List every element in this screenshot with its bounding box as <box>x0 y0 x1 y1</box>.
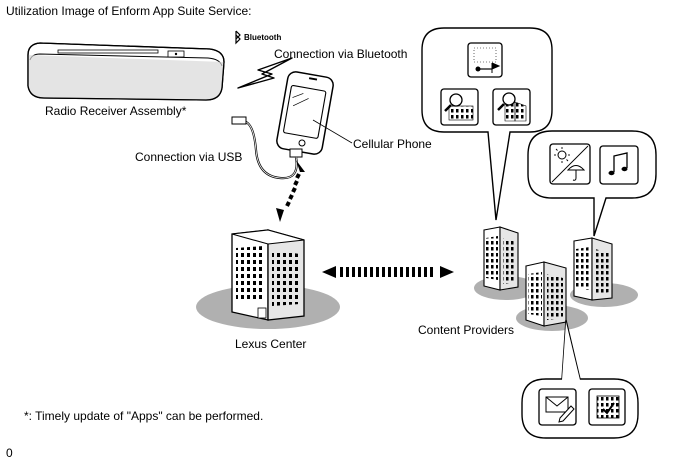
bluetooth-logo-label: Bluetooth <box>244 33 282 42</box>
lexus-center-label: Lexus Center <box>235 337 307 351</box>
weather-icon <box>549 143 591 185</box>
local-search-icon <box>440 88 479 126</box>
cellular-phone-label: Cellular Phone <box>353 137 432 151</box>
content-provider-buildings <box>474 226 638 331</box>
calendar-icon <box>588 388 626 426</box>
phone-center-arrow <box>276 160 305 222</box>
footnote: *: Timely update of "Apps" can be perfor… <box>24 409 264 423</box>
corner-code: 0 <box>6 446 13 460</box>
bluetooth-signal-icon <box>237 57 293 89</box>
center-providers-arrow <box>322 266 454 278</box>
bluetooth-logo-icon <box>235 30 241 45</box>
bluetooth-connection-label: Connection via Bluetooth <box>274 47 408 61</box>
radio-receiver-assembly <box>27 42 225 101</box>
music-icon <box>599 145 639 185</box>
building-search-icon <box>492 88 531 126</box>
usb-cable <box>231 116 298 180</box>
radio-receiver-label: Radio Receiver Assembly* <box>45 104 187 118</box>
email-icon <box>538 388 577 426</box>
cellular-phone <box>276 71 334 158</box>
content-providers-label: Content Providers <box>418 323 515 337</box>
navigation-map-icon <box>467 42 503 78</box>
speech-bubble-navigation <box>421 27 553 221</box>
lexus-center-building <box>196 229 340 329</box>
usb-connection-label: Connection via USB <box>135 150 243 164</box>
page-title: Utilization Image of Enform App Suite Se… <box>6 4 252 18</box>
